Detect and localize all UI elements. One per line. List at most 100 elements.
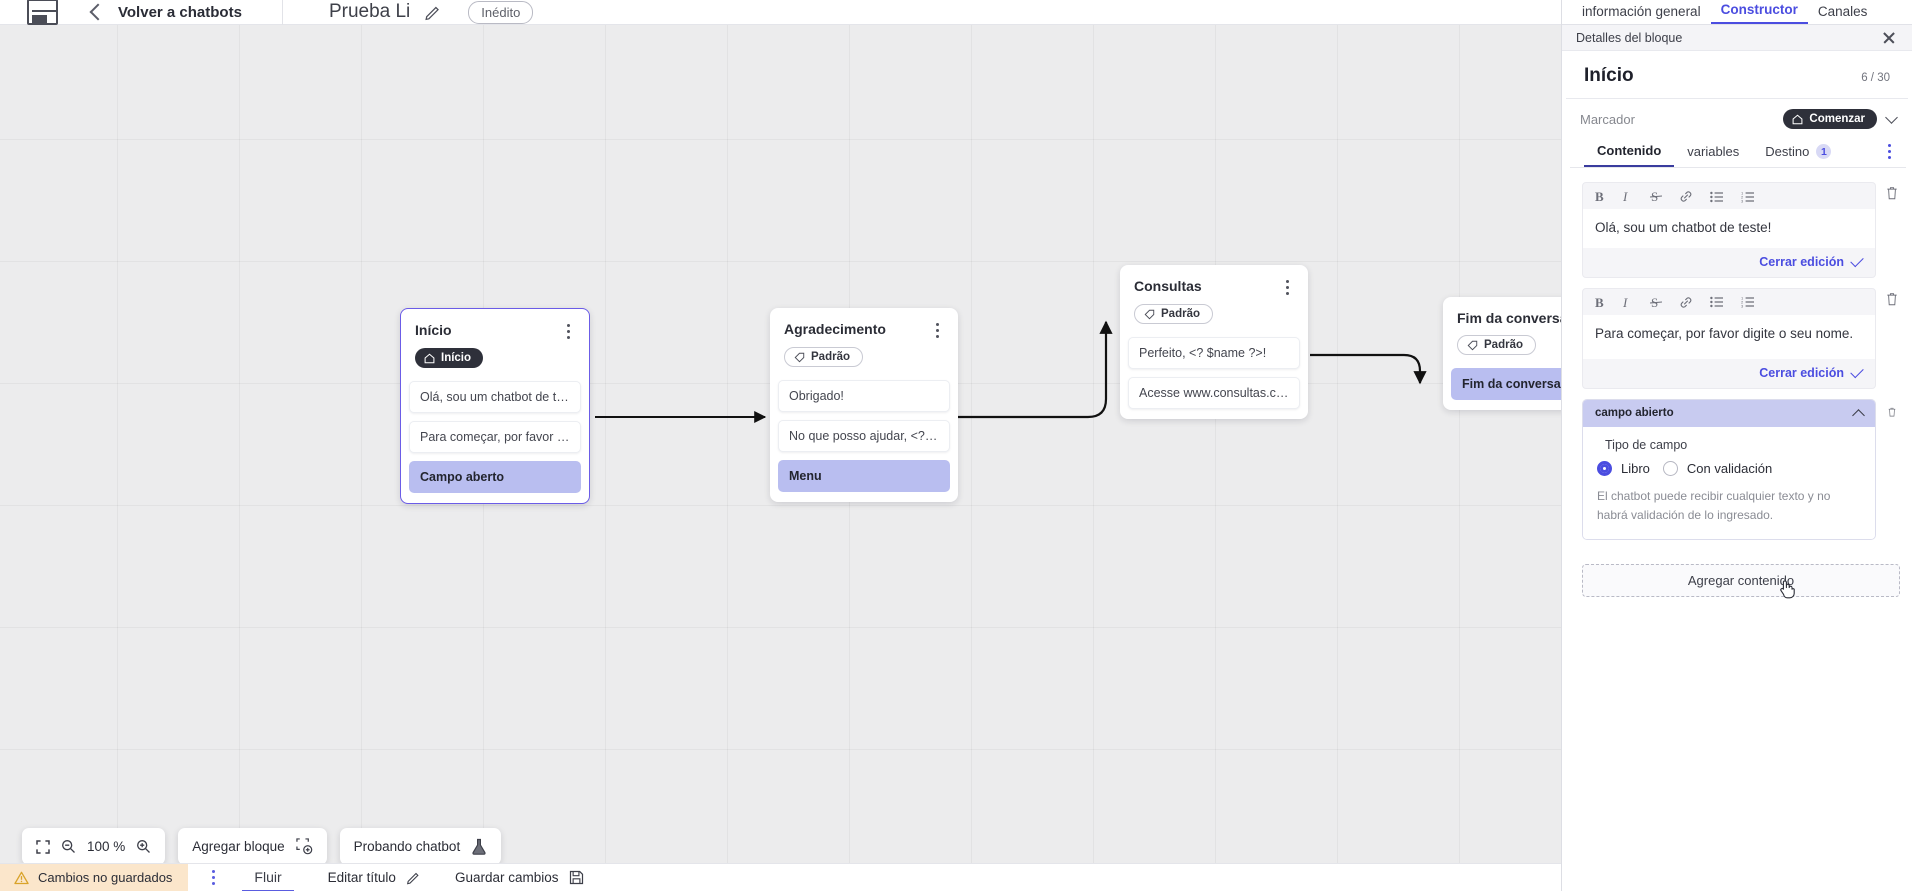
- zoom-in-icon[interactable]: [136, 839, 151, 854]
- node-message[interactable]: Acesse www.consultas.com par...: [1128, 376, 1300, 409]
- app-logo-icon[interactable]: [27, 0, 58, 25]
- kebab-menu-icon[interactable]: [1280, 278, 1294, 295]
- block-count: 6 / 30: [1861, 72, 1890, 84]
- node-messages: Obrigado! No que posso ajudar, <? $name …: [770, 368, 958, 502]
- editor-footer[interactable]: Cerrar edición: [1583, 359, 1875, 388]
- tab-flow[interactable]: Fluir: [242, 864, 294, 891]
- kebab-menu-icon[interactable]: [206, 870, 220, 885]
- node-tag-default[interactable]: Padrão: [784, 347, 863, 367]
- marker-label: Marcador: [1580, 111, 1635, 127]
- link-icon[interactable]: [1679, 296, 1693, 309]
- edit-title-button[interactable]: Editar título: [328, 870, 421, 885]
- flow-node-fim-da-conversa[interactable]: Fim da conversa Padrão Fim da conversa: [1443, 297, 1561, 410]
- link-icon[interactable]: [1679, 190, 1693, 203]
- test-chatbot-button[interactable]: Probando chatbot: [339, 828, 502, 863]
- bold-icon[interactable]: B: [1595, 190, 1606, 203]
- chevron-down-icon[interactable]: [1885, 110, 1898, 124]
- editor-text-value[interactable]: Olá, sou um chatbot de teste!: [1583, 209, 1875, 248]
- flow-canvas[interactable]: Início Início Olá, sou um chatbot de tes…: [0, 25, 1561, 863]
- strikethrough-icon[interactable]: S: [1650, 296, 1662, 309]
- bold-icon[interactable]: B: [1595, 296, 1606, 309]
- node-message[interactable]: Olá, sou um chatbot de teste!: [409, 380, 581, 413]
- add-content-button[interactable]: Agregar contenido: [1582, 564, 1900, 599]
- svg-text:3: 3: [1741, 198, 1744, 202]
- editor-text-value[interactable]: Para começar, por favor digite o seu nom…: [1583, 314, 1875, 359]
- tab-informacion-general[interactable]: información general: [1582, 4, 1701, 19]
- tag-icon: [794, 352, 805, 362]
- subtab-contenido[interactable]: Contenido: [1584, 143, 1675, 167]
- bullet-list-icon[interactable]: [1710, 191, 1724, 203]
- radio-dot-selected[interactable]: [1597, 460, 1612, 476]
- fit-screen-icon[interactable]: [36, 839, 50, 854]
- numbered-list-icon[interactable]: 123: [1741, 296, 1755, 308]
- node-tags: Início: [401, 339, 589, 369]
- chevron-up-icon[interactable]: [1852, 409, 1865, 422]
- zoom-level-value: 100 %: [87, 839, 126, 854]
- node-input-field[interactable]: Menu: [778, 459, 950, 492]
- trash-icon[interactable]: [1884, 288, 1900, 306]
- unsaved-changes-banner: Cambios no guardados: [0, 863, 189, 891]
- warning-triangle-icon: [14, 871, 29, 884]
- close-edit-label: Cerrar edición: [1759, 254, 1844, 269]
- tab-canales[interactable]: Canales: [1817, 4, 1868, 19]
- radio-label: Con validación: [1686, 460, 1773, 476]
- zoom-out-icon[interactable]: [61, 839, 76, 854]
- kebab-menu-icon[interactable]: [1882, 144, 1896, 166]
- close-edit-label: Cerrar edición: [1759, 365, 1844, 380]
- italic-icon[interactable]: I: [1623, 296, 1633, 309]
- flow-node-agradecimento[interactable]: Agradecimento Padrão Obrigado! No que po…: [770, 308, 958, 502]
- trash-icon[interactable]: [1884, 399, 1900, 417]
- pencil-icon[interactable]: [424, 3, 442, 21]
- node-tag-start[interactable]: Início: [415, 348, 484, 368]
- node-input-field[interactable]: Fim da conversa: [1451, 367, 1561, 400]
- subtab-destino[interactable]: Destino 1: [1752, 144, 1844, 166]
- svg-text:1: 1: [1741, 191, 1744, 196]
- add-block-button[interactable]: Agregar bloque: [178, 828, 327, 863]
- node-message[interactable]: Obrigado!: [778, 379, 950, 412]
- node-tag-default[interactable]: Padrão: [1134, 304, 1213, 324]
- open-field-header[interactable]: campo abierto: [1583, 399, 1875, 427]
- svg-text:2: 2: [1741, 300, 1744, 305]
- edit-title-label: Editar título: [327, 870, 396, 885]
- strikethrough-icon[interactable]: S: [1650, 190, 1662, 203]
- node-message[interactable]: Perfeito, <? $name ?>!: [1128, 336, 1300, 369]
- chevron-left-icon[interactable]: [89, 3, 107, 21]
- marker-value-chip[interactable]: Comenzar: [1783, 109, 1877, 129]
- save-changes-button[interactable]: Guardar cambios: [455, 870, 584, 885]
- subtab-variables[interactable]: variables: [1674, 144, 1752, 166]
- kebab-menu-icon[interactable]: [930, 321, 944, 338]
- trash-icon[interactable]: [1884, 182, 1900, 200]
- close-icon[interactable]: [1882, 31, 1896, 45]
- tag-icon: [1144, 309, 1155, 319]
- flow-node-consultas[interactable]: Consultas Padrão Perfeito, <? $name ?>! …: [1120, 265, 1308, 419]
- open-field-card[interactable]: campo abierto Tipo de campo Libro: [1582, 398, 1876, 541]
- node-tag-default[interactable]: Padrão: [1457, 335, 1536, 355]
- node-tags: Padrão: [770, 338, 958, 368]
- radio-dot[interactable]: [1662, 460, 1678, 476]
- radio-option-con-validacion[interactable]: Con validación: [1662, 460, 1773, 476]
- marker-row: Marcador Comenzar: [1562, 99, 1912, 137]
- zoom-controls[interactable]: 100 %: [22, 828, 166, 863]
- tab-constructor[interactable]: Constructor: [1710, 2, 1808, 24]
- italic-icon[interactable]: I: [1623, 190, 1633, 203]
- node-input-field[interactable]: Campo aberto: [409, 460, 581, 493]
- radio-option-libro[interactable]: Libro: [1597, 460, 1650, 476]
- bullet-list-icon[interactable]: [1710, 296, 1724, 308]
- open-field-title: campo abierto: [1595, 407, 1674, 420]
- node-message[interactable]: No que posso ajudar, <? $name ...: [778, 419, 950, 452]
- node-header: Agradecimento: [770, 308, 958, 338]
- node-tags: Padrão: [1120, 295, 1308, 325]
- node-message[interactable]: Para começar, por favor digite o ...: [409, 420, 581, 453]
- back-to-chatbots-link[interactable]: Volver a chatbots: [118, 3, 242, 21]
- node-tag-label: Início: [441, 352, 472, 364]
- flow-node-inicio[interactable]: Início Início Olá, sou um chatbot de tes…: [400, 308, 590, 504]
- kebab-menu-icon[interactable]: [561, 322, 575, 339]
- numbered-list-icon[interactable]: 123: [1741, 191, 1755, 203]
- editor-footer[interactable]: Cerrar edición: [1583, 248, 1875, 277]
- node-messages: Olá, sou um chatbot de teste! Para começ…: [401, 369, 589, 503]
- node-header: Consultas: [1120, 265, 1308, 295]
